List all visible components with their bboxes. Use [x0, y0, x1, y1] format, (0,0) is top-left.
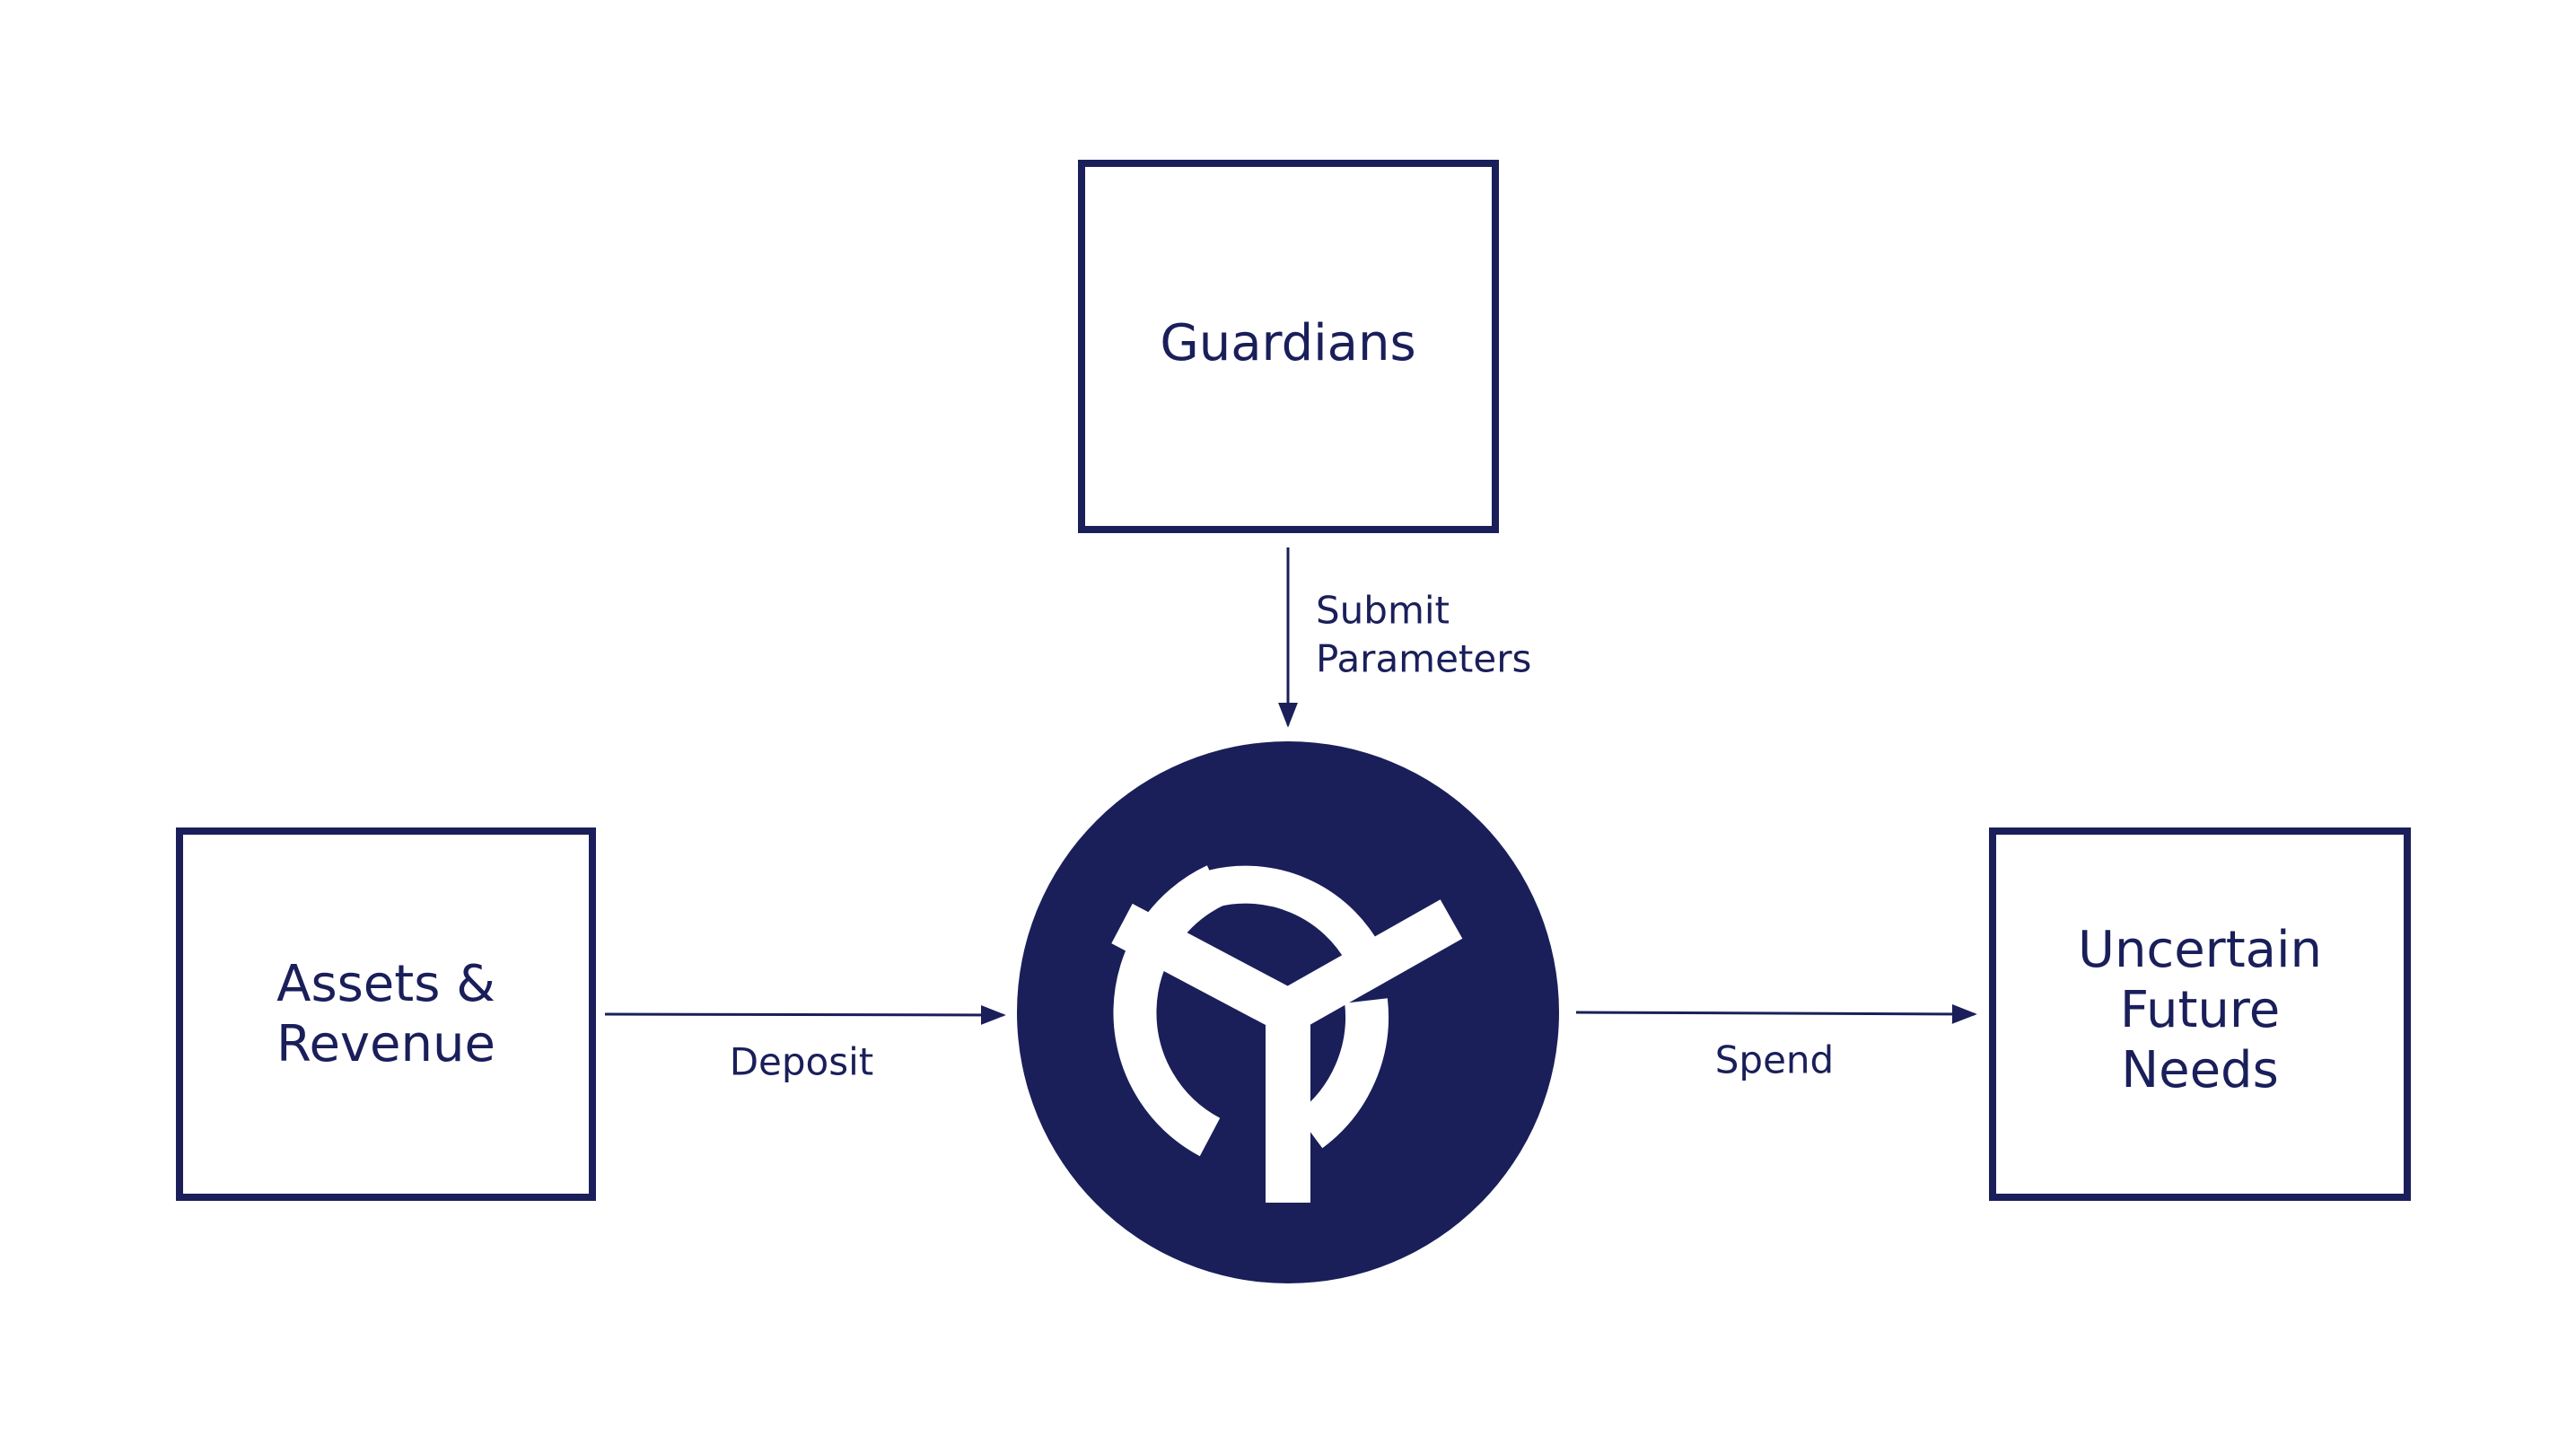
assets-label-line2: Revenue	[276, 1015, 495, 1073]
submit-edge: Submit Parameters	[1278, 547, 1531, 728]
needs-label-line1: Uncertain	[2078, 921, 2322, 979]
assets-node: Assets & Revenue	[176, 827, 596, 1201]
needs-box	[1989, 827, 2411, 1201]
guardians-label: Guardians	[1160, 314, 1415, 372]
submit-label-line1: Submit	[1316, 589, 1450, 633]
assets-box	[176, 827, 596, 1201]
vault-logo-icon	[1111, 865, 1463, 1203]
spend-label: Spend	[1715, 1038, 1834, 1082]
guardians-box	[1078, 160, 1499, 533]
deposit-arrow	[604, 1004, 1006, 1025]
submit-label-line2: Parameters	[1316, 637, 1531, 681]
guardians-node: Guardians	[1078, 160, 1499, 533]
deposit-label: Deposit	[730, 1040, 874, 1084]
deposit-edge: Deposit	[604, 1004, 1006, 1084]
needs-label-line2: Future	[2120, 981, 2280, 1039]
needs-node: Uncertain Future Needs	[1989, 827, 2411, 1201]
vault-node	[1017, 741, 1559, 1283]
spend-edge: Spend	[1575, 1003, 1977, 1082]
spend-arrow	[1575, 1003, 1977, 1024]
needs-label-line3: Needs	[2121, 1041, 2279, 1099]
assets-label-line1: Assets &	[276, 955, 495, 1013]
